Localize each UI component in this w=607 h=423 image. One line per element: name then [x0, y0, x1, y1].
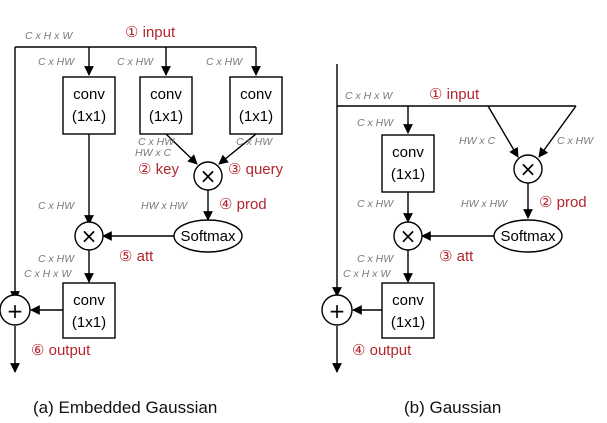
arrow-a-6: [218, 133, 257, 165]
step-prod-label: ② prod: [539, 194, 587, 211]
plus-circle-icon: +: [7, 299, 24, 323]
times-circle-icon: ×: [81, 224, 98, 248]
dim-label: C x HW: [357, 117, 394, 129]
matmul-op-a-att: ×: [74, 221, 104, 251]
conv-box-a-output: conv (1x1): [62, 282, 116, 339]
step-output-label: ⑥ output: [31, 342, 91, 359]
panel-a: conv (1x1) conv (1x1) conv (1x1) conv (1…: [0, 24, 284, 417]
plus-circle-icon: +: [329, 299, 346, 323]
dim-label: C x HW: [357, 198, 394, 210]
dim-label: HW x HW: [461, 198, 508, 210]
dim-label: HW x C: [459, 135, 496, 147]
step-key-label: ② key: [138, 161, 179, 178]
softmax-label: Softmax: [500, 228, 556, 245]
dim-label: C x HW: [557, 135, 594, 147]
matmul-op-b-prod: ×: [513, 154, 543, 184]
step-prod-label: ④ prod: [219, 196, 267, 213]
step-input-label: ① input: [125, 24, 176, 41]
step-input-label: ① input: [429, 86, 480, 103]
dim-label: C x HW: [236, 136, 273, 148]
dim-label: HW x C: [135, 147, 172, 159]
dim-label: C x HW: [357, 253, 394, 265]
times-circle-icon: ×: [520, 157, 537, 181]
softmax-label: Softmax: [180, 228, 236, 245]
dim-label: C x HW: [38, 56, 75, 68]
panel-b: conv (1x1) conv (1x1) × × + Softmax ① in…: [321, 64, 594, 417]
add-op-a: +: [0, 294, 31, 326]
conv-label: conv: [73, 292, 105, 309]
conv-box-a-key: conv (1x1): [139, 76, 193, 135]
conv-box-a-left: conv (1x1): [62, 76, 116, 135]
dim-label: C x HW: [38, 200, 75, 212]
dim-label: C x HW: [206, 56, 243, 68]
dim-label: C x HW: [138, 136, 175, 148]
step-output-label: ④ output: [352, 342, 412, 359]
panel-a-connectors: [10, 46, 261, 373]
conv-label: conv: [392, 292, 424, 309]
arrow-b-3: [538, 105, 577, 158]
conv-label: conv: [392, 144, 424, 161]
times-circle-icon: ×: [200, 164, 217, 188]
times-circle-icon: ×: [400, 224, 417, 248]
conv-kernel-label: (1x1): [72, 314, 106, 331]
conv-label: conv: [240, 86, 272, 103]
conv-box-b-left: conv (1x1): [381, 134, 435, 193]
conv-box-a-query: conv (1x1): [229, 76, 283, 135]
softmax-node-b: Softmax: [493, 219, 563, 253]
matmul-op-a-prod: ×: [193, 161, 223, 191]
conv-kernel-label: (1x1): [72, 108, 106, 125]
panel-b-connectors: [332, 64, 577, 373]
arrow-b-2: [487, 105, 519, 158]
dim-label: C x H x W: [25, 30, 73, 42]
conv-label: conv: [73, 86, 105, 103]
dim-label: C x H x W: [343, 268, 391, 280]
panel-b-caption: (b) Gaussian: [404, 398, 501, 417]
conv-kernel-label: (1x1): [149, 108, 183, 125]
conv-kernel-label: (1x1): [391, 314, 425, 331]
dim-label: C x H x W: [345, 90, 393, 102]
dim-label: C x HW: [38, 253, 75, 265]
conv-label: conv: [150, 86, 182, 103]
step-att-label: ⑤ att: [119, 248, 154, 265]
conv-box-b-output: conv (1x1): [381, 282, 435, 339]
conv-kernel-label: (1x1): [239, 108, 273, 125]
dim-label: HW x HW: [141, 200, 188, 212]
step-query-label: ③ query: [228, 161, 284, 178]
arrow-a-5: [165, 133, 198, 165]
matmul-op-b-att: ×: [393, 221, 423, 251]
dim-label: C x H x W: [24, 268, 72, 280]
conv-kernel-label: (1x1): [391, 166, 425, 183]
step-att-label: ③ att: [439, 248, 474, 265]
add-op-b: +: [321, 294, 353, 326]
softmax-node-a: Softmax: [173, 219, 243, 253]
panel-a-caption: (a) Embedded Gaussian: [33, 398, 217, 417]
dim-label: C x HW: [117, 56, 154, 68]
